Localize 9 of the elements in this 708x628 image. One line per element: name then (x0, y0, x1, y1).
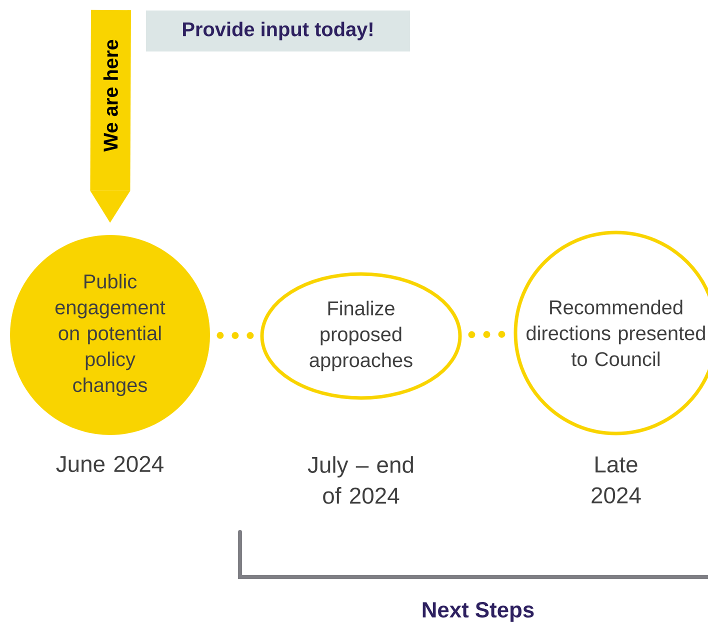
dotted-connector (468, 330, 508, 338)
date-label: Late 2024 (592, 456, 641, 504)
callout-box: Provide input today! (146, 10, 410, 52)
date-label: June 2024 (56, 456, 164, 472)
dotted-connector (216, 332, 254, 340)
date-label: July – end of 2024 (308, 456, 413, 504)
edge-label: We are here (103, 40, 118, 152)
bracket-label: Next Steps (422, 602, 534, 622)
pointer-arrow (90, 10, 131, 223)
